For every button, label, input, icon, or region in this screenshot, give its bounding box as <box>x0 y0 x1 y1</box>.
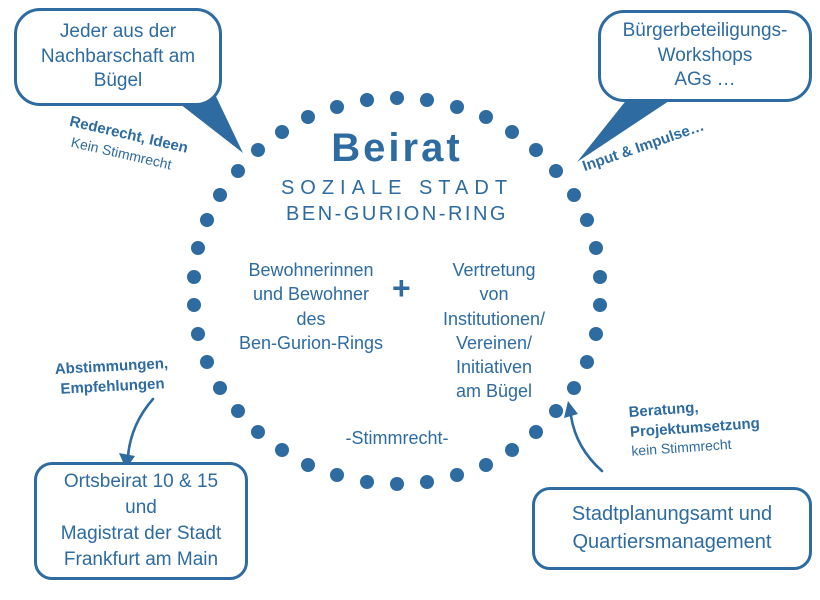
circle-dot <box>213 187 228 202</box>
circle-dot <box>549 163 564 178</box>
box-stadtplanungsamt-text: Stadtplanungsamt und Quartiersmanagement <box>571 502 773 553</box>
arrow-to-ortsbeirat-line <box>126 397 155 458</box>
circle-dot <box>191 326 206 341</box>
label-abstimmungen-empfehlungen: Abstimmungen, Empfehlungen <box>54 355 169 398</box>
speech-bubble-top-left-text: Jeder aus der Nachbarschaft am Bügel <box>40 20 196 92</box>
circle-dot <box>191 241 206 256</box>
circle-dot <box>420 474 435 489</box>
circle-title-block: Beirat SOZIALE STADT BEN-GURION-RING <box>197 126 597 226</box>
box-stadtplanungsamt: Stadtplanungsamt und Quartiersmanagement <box>532 487 812 570</box>
circle-dot <box>213 380 228 395</box>
circle-dot <box>566 187 581 202</box>
circle-dot <box>230 404 245 419</box>
circle-subtitle-1: SOZIALE STADT <box>280 177 514 199</box>
circle-dot <box>359 474 374 489</box>
member-group-residents: Bewohnerinnen und Bewohner des Ben-Gurio… <box>238 260 384 353</box>
circle-dot <box>593 298 608 313</box>
circle-dot <box>588 241 603 256</box>
circle-dot <box>566 380 581 395</box>
circle-title: Beirat <box>331 126 463 170</box>
circle-dot <box>478 110 493 125</box>
circle-subtitle-2: BEN-GURION-RING <box>286 203 508 225</box>
circle-dot <box>504 443 519 458</box>
speech-bubble-top-right-text: Bürgerbeteiligungs- Workshops AGs … <box>622 19 788 91</box>
circle-dot <box>186 269 201 284</box>
circle-dot <box>478 457 493 472</box>
circle-dot <box>230 163 245 178</box>
arrow-from-stadtplanungsamt-head-icon <box>564 401 578 418</box>
circle-dot <box>504 124 519 139</box>
circle-dot <box>588 326 603 341</box>
circle-dot <box>329 468 344 483</box>
circle-dot <box>593 269 608 284</box>
circle-dot <box>200 354 215 369</box>
circle-dot <box>329 99 344 114</box>
circle-dot <box>528 425 543 440</box>
circle-dot <box>251 142 266 157</box>
circle-dot <box>359 93 374 108</box>
circle-dot <box>301 457 316 472</box>
plus-sign: + <box>392 270 411 306</box>
circle-dot <box>420 93 435 108</box>
circle-dot <box>251 425 266 440</box>
circle-dot <box>450 99 465 114</box>
speech-bubble-top-left: Jeder aus der Nachbarschaft am Bügel <box>14 8 222 106</box>
circle-dot <box>186 298 201 313</box>
circle-dot <box>390 91 404 105</box>
circle-dot <box>275 443 290 458</box>
voting-right-label: -Stimmrecht- <box>345 428 449 448</box>
circle-dot <box>549 404 564 419</box>
bubble-tail-top-right-icon <box>577 88 684 162</box>
circle-dot <box>390 477 404 491</box>
arrow-from-stadtplanungsamt-line <box>569 414 604 473</box>
arrow-to-ortsbeirat-head-icon <box>119 453 135 469</box>
member-group-institutions: Vertretung von Institutionen/ Vereinen/ … <box>442 260 546 402</box>
box-ortsbeirat-magistrat-text: Ortsbeirat 10 & 15 und Magistrat der Sta… <box>60 470 222 571</box>
circle-dot <box>200 213 215 228</box>
label-beratung-projektumsetzung: Beratung, Projektumsetzung kein Stimmrec… <box>628 394 762 460</box>
circle-dot <box>275 124 290 139</box>
box-ortsbeirat-magistrat: Ortsbeirat 10 & 15 und Magistrat der Sta… <box>34 462 248 580</box>
circle-dot <box>528 142 543 157</box>
speech-bubble-top-right: Bürgerbeteiligungs- Workshops AGs … <box>598 10 812 102</box>
circle-dot <box>450 468 465 483</box>
circle-dot <box>301 110 316 125</box>
circle-dot <box>579 213 594 228</box>
circle-dot <box>579 354 594 369</box>
